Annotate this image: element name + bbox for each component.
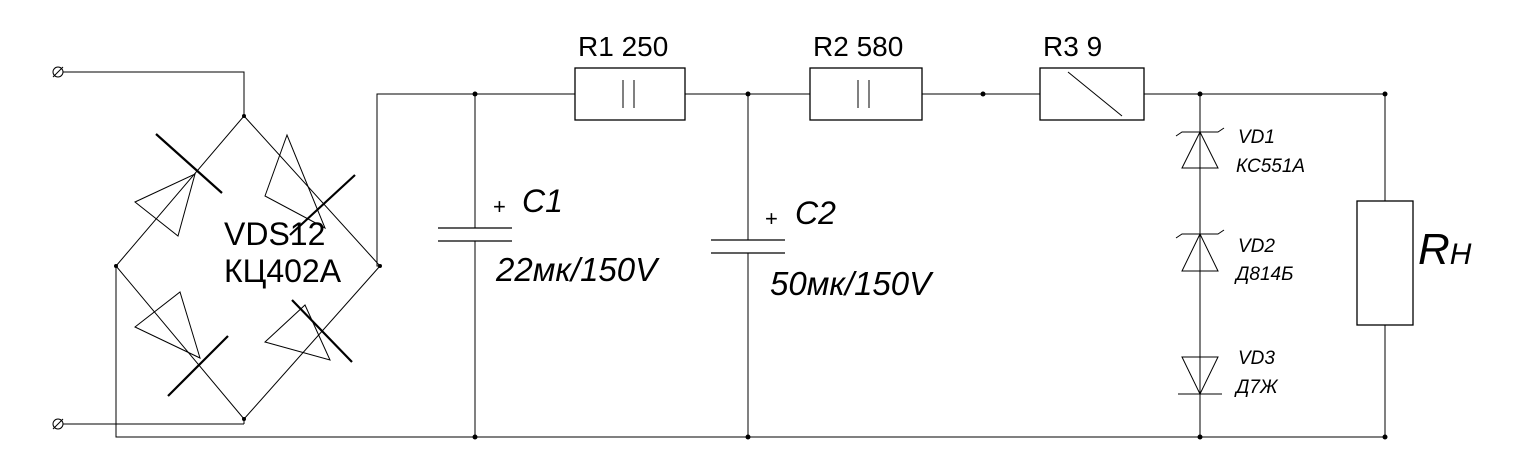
c1-name: C1: [522, 183, 563, 219]
c2-plus-sign: +: [765, 206, 778, 231]
vd1-name: VD1: [1238, 127, 1275, 148]
bridge-diode-lower-left: [134, 291, 229, 397]
input-terminal-top: [52, 66, 64, 78]
vd3-name: VD3: [1238, 348, 1275, 369]
resistor-r3: R3 9: [1039, 31, 1145, 121]
c1-plus-sign: +: [493, 194, 506, 219]
zener-vd1: VD1 КС551А: [1175, 127, 1305, 177]
bridge-diode-upper-right: [264, 133, 356, 236]
load-resistor: RН: [1356, 94, 1472, 437]
resistor-r2: R2 580: [809, 31, 923, 121]
bridge-diode-upper-left: [134, 133, 223, 237]
zener-stack: VD1 КС551А VD2 Д814Б VD3 Д7Ж: [1175, 94, 1305, 437]
r2-label: R2 580: [813, 31, 903, 62]
vd2-type: Д814Б: [1234, 264, 1293, 285]
bridge-diode-lower-right: [264, 299, 353, 363]
r1-label: R1 250: [578, 31, 668, 62]
capacitor-c1: + C1 22мк/150V: [438, 94, 660, 437]
vd3-type: Д7Ж: [1234, 377, 1279, 398]
zener-vd3: VD3 Д7Ж: [1178, 348, 1279, 398]
c2-value: 50мк/150V: [770, 265, 934, 302]
input-wires: [63, 71, 245, 425]
load-letter: R: [1418, 225, 1450, 274]
c2-name: C2: [795, 195, 836, 231]
r3-label: R3 9: [1043, 31, 1102, 62]
resistor-r1: R1 250: [574, 31, 686, 121]
bridge-type: КЦ402А: [224, 253, 342, 289]
load-label: RН: [1418, 225, 1472, 274]
c1-value: 22мк/150V: [495, 251, 660, 288]
input-terminal-bottom: [52, 418, 64, 430]
vd1-type: КС551А: [1236, 156, 1305, 177]
load-subscript: Н: [1450, 238, 1472, 271]
top-rail: [472, 91, 1388, 440]
capacitor-c2: + C2 50мк/150V: [711, 94, 934, 437]
vd2-name: VD2: [1238, 236, 1275, 257]
bridge-output-wires: [115, 93, 1385, 438]
bridge-name: VDS12: [224, 216, 325, 252]
zener-vd2: VD2 Д814Б: [1175, 229, 1293, 285]
